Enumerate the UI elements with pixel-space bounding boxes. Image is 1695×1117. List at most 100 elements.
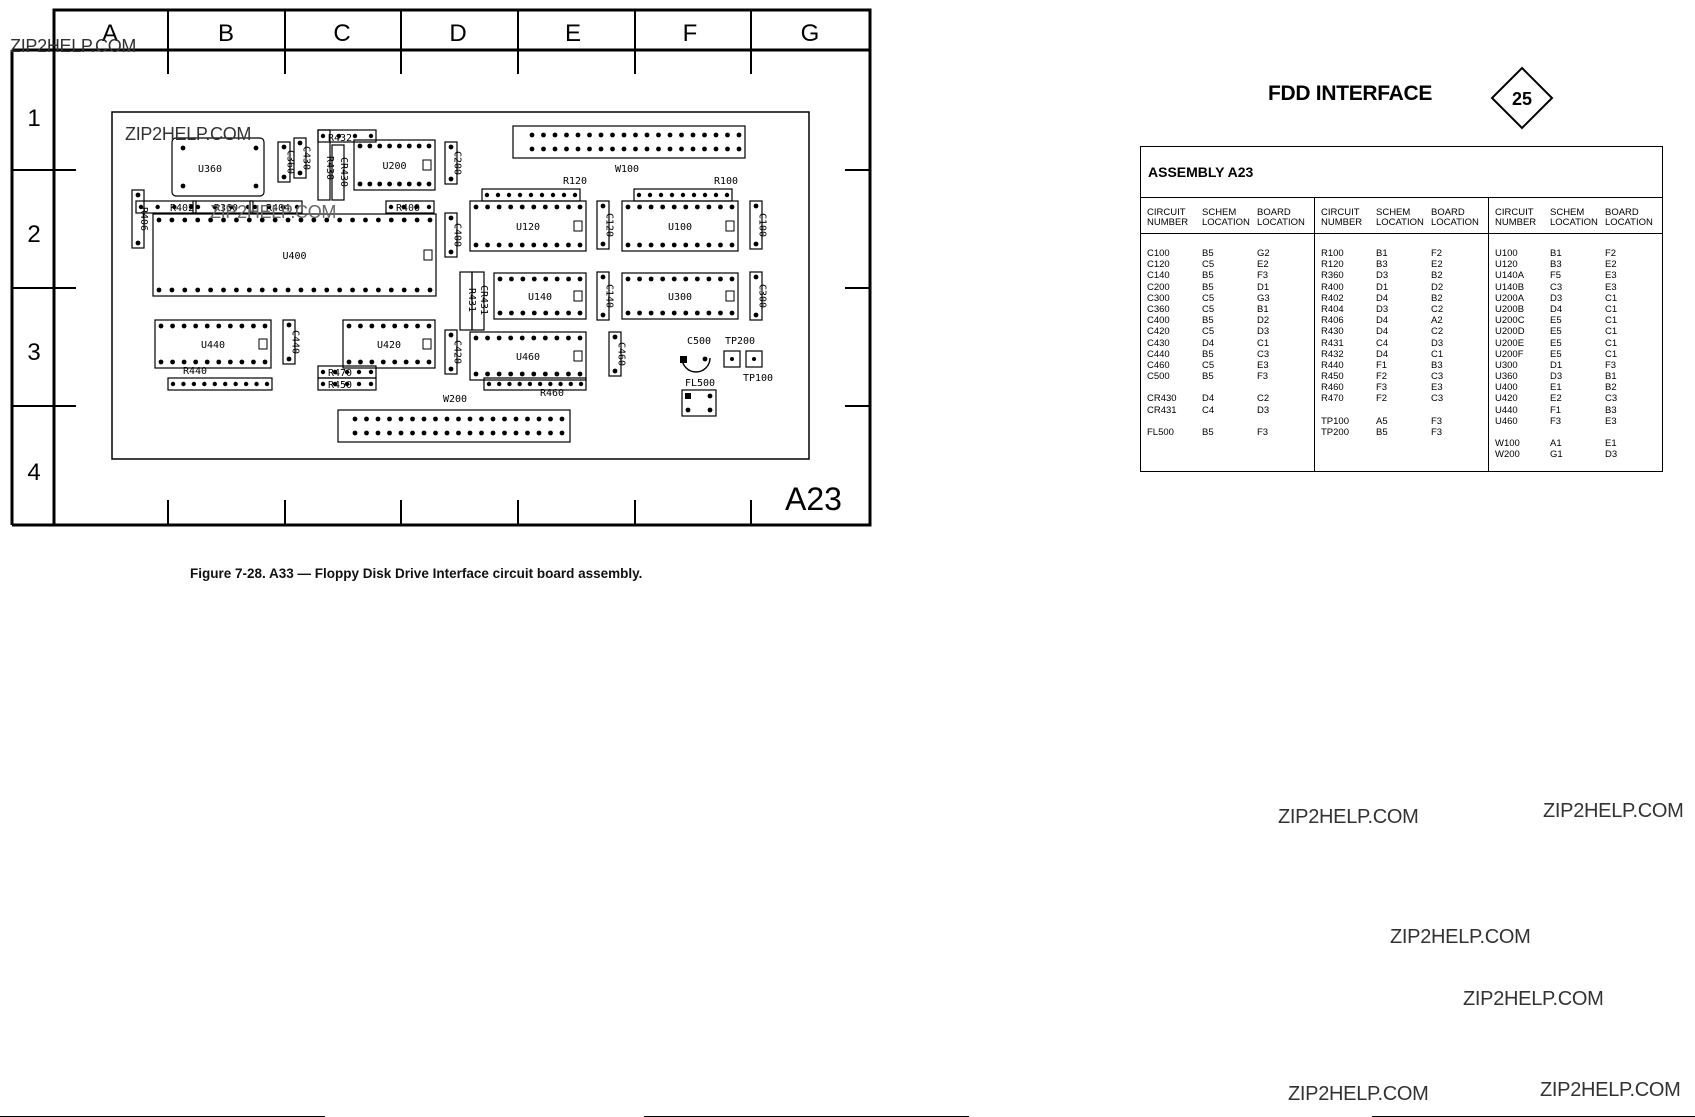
component-label-r432: R432	[328, 133, 352, 144]
cell-board: C1	[1605, 292, 1618, 304]
pin	[753, 241, 759, 247]
cell-schem: F3	[1376, 382, 1388, 394]
pin	[344, 369, 350, 375]
pin	[713, 146, 719, 152]
pin	[311, 217, 317, 223]
cell-board: D3	[1257, 326, 1270, 338]
pin	[272, 287, 278, 293]
pin	[320, 133, 326, 139]
pin	[525, 416, 530, 422]
pin	[559, 416, 565, 422]
cell-circuit	[1147, 416, 1202, 427]
component-label-w100: W100	[615, 164, 639, 175]
fdd-interface-title: FDD INTERFACE	[1268, 82, 1433, 105]
resistor-r120	[481, 188, 581, 202]
watermark: ZIP2HELP.COM	[1288, 1083, 1429, 1105]
pin	[239, 359, 245, 365]
pin	[730, 357, 734, 361]
pin	[519, 242, 525, 248]
pin	[285, 287, 291, 293]
pin	[251, 359, 256, 365]
component-label-w200: W200	[443, 394, 467, 405]
pin	[426, 143, 432, 149]
pin	[234, 217, 239, 223]
assembly-title: ASSEMBLY A23	[1141, 147, 1662, 198]
pin	[448, 215, 454, 221]
pin	[227, 323, 233, 329]
pin	[414, 217, 420, 223]
cell-schem	[1550, 427, 1605, 438]
pin	[195, 287, 201, 293]
test-point-tp200	[723, 350, 741, 368]
pin	[564, 146, 569, 152]
component-label-u440: U440	[201, 340, 225, 351]
pin	[566, 242, 571, 248]
pin	[401, 287, 407, 293]
pin	[558, 381, 563, 387]
pin	[702, 146, 707, 152]
header-board-location: BOARD LOCATION	[1257, 207, 1305, 228]
pin	[251, 323, 256, 329]
cell-board: F2	[1605, 248, 1617, 259]
pin	[358, 323, 363, 329]
cell-schem: D4	[1202, 337, 1215, 349]
capacitor-c400	[444, 212, 458, 258]
pin1-marker	[725, 290, 735, 302]
pin	[294, 204, 300, 210]
cell-circuit: R460	[1321, 382, 1344, 394]
pin	[426, 181, 432, 187]
cell-board: F2	[1431, 248, 1443, 259]
pin	[204, 323, 210, 329]
cell-schem: D3	[1550, 371, 1563, 383]
pin	[529, 132, 535, 138]
resistor-r404	[249, 200, 303, 214]
pin	[561, 192, 567, 198]
pin	[496, 242, 502, 248]
pin	[600, 241, 606, 247]
cell-board: E2	[1605, 259, 1617, 271]
capacitor-c100	[749, 200, 763, 250]
col-letter-c: C	[333, 20, 350, 47]
pin	[346, 323, 352, 329]
pin	[600, 312, 606, 318]
filter-fl500	[681, 389, 717, 417]
pin	[406, 181, 412, 187]
table-row	[1147, 382, 1312, 393]
pin1-marker	[573, 350, 583, 362]
cell-schem: D4	[1376, 292, 1389, 304]
pin	[195, 204, 201, 210]
pin	[138, 204, 144, 210]
cell-schem: D3	[1376, 270, 1389, 282]
cell-schem	[1202, 416, 1257, 427]
pin	[577, 242, 583, 248]
pin	[204, 359, 210, 365]
capacitor-c500	[681, 357, 711, 373]
cell-circuit: C500	[1147, 371, 1170, 383]
row-number-4: 4	[27, 459, 40, 486]
pin	[564, 132, 569, 138]
pin	[208, 287, 214, 293]
cell-circuit: W100	[1495, 438, 1520, 450]
pin	[410, 430, 415, 436]
pin	[497, 276, 503, 282]
component-label-u400: U400	[282, 251, 306, 262]
pin	[507, 381, 512, 387]
component-label-r430: R430	[324, 156, 335, 180]
ic-u200	[353, 139, 436, 191]
header-schem-location: SCHEM LOCATION	[1376, 207, 1424, 228]
pin	[266, 204, 272, 210]
pin	[369, 323, 375, 329]
pin	[543, 276, 549, 282]
col-letter-b: B	[218, 20, 234, 47]
pin	[223, 381, 228, 387]
pin	[690, 132, 696, 138]
capacitor-c200	[444, 141, 458, 185]
cell-schem: C5	[1202, 303, 1215, 315]
pin	[286, 322, 292, 328]
pin	[193, 359, 199, 365]
pin	[486, 381, 492, 387]
